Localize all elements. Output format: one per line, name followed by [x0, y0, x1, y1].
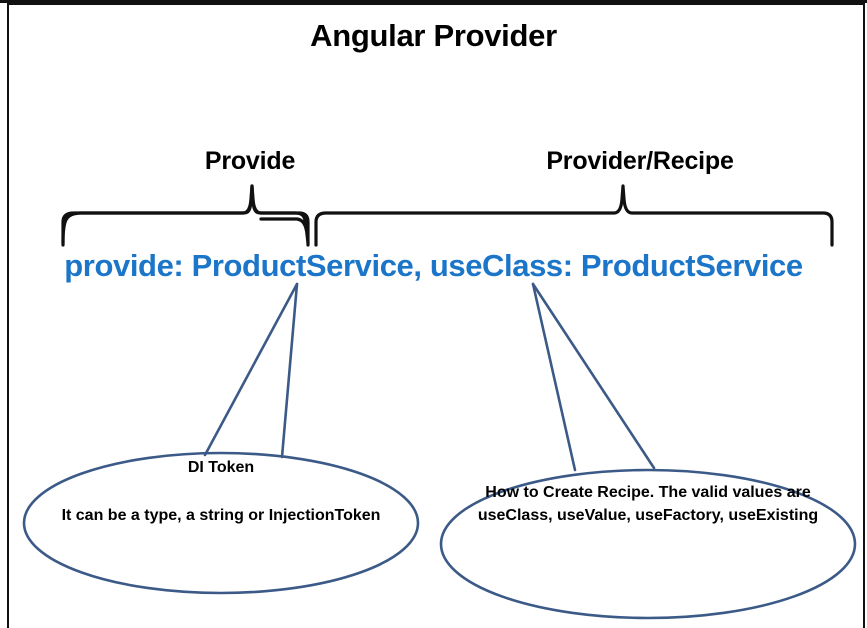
right-callout-body: How to Create Recipe. The valid values a… — [477, 484, 819, 524]
left-curly-brace-path — [61, 184, 310, 247]
right-curly-brace-path — [314, 184, 834, 247]
left-callout-title: DI Token — [187, 459, 255, 476]
frame-top-border — [0, 0, 867, 3]
code-expression-text: provide: ProductService, useClass: Produ… — [64, 248, 803, 283]
right-callout-leader-line — [531, 282, 577, 472]
left-callout-ellipse — [22, 451, 420, 595]
brace-label-provider-recipe: Provider/Recipe — [546, 147, 734, 175]
brace-label-provide: Provide — [204, 147, 296, 175]
left-callout-body: It can be a type, a string or InjectionT… — [61, 507, 381, 524]
page-title: Angular Provider — [310, 18, 557, 53]
left-callout-leader-line — [203, 282, 299, 457]
right-callout-ellipse — [439, 468, 857, 620]
right-callout-leader-line-2 — [531, 282, 656, 470]
left-callout-leader-line-2 — [280, 282, 299, 459]
